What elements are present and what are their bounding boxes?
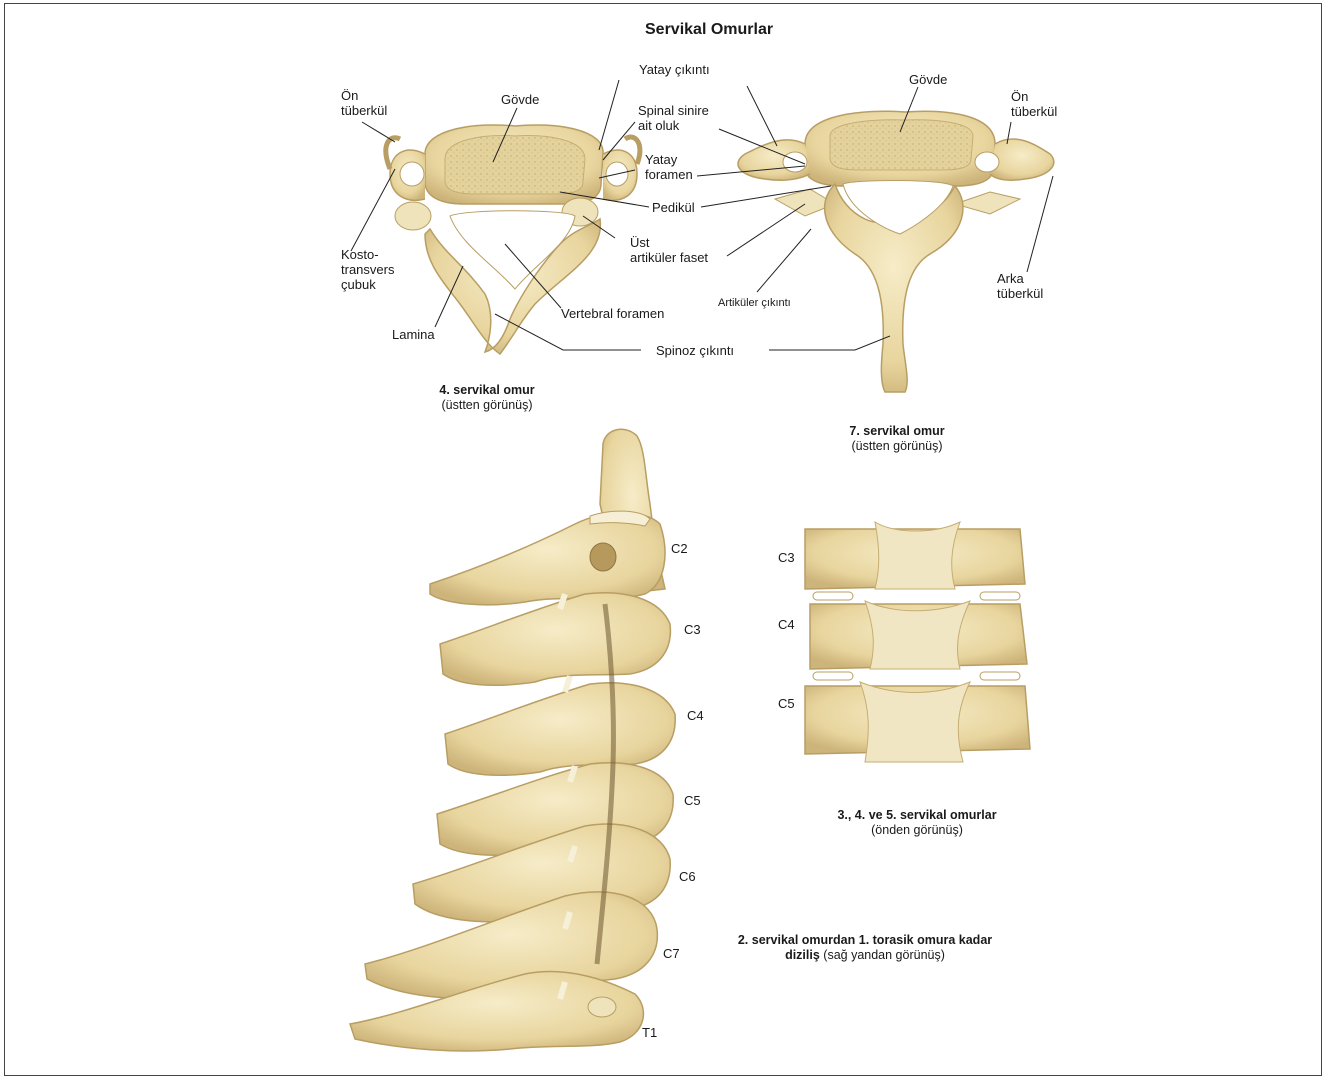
level-label-c2: C2: [671, 541, 688, 556]
level-label-c4: C4: [687, 708, 704, 723]
label-govde-c4: Gövde: [501, 92, 539, 107]
level-label-t1: T1: [642, 1025, 657, 1040]
label-yatay-cikinti: Yatay çıkıntı: [639, 62, 710, 77]
level-label-c7: C7: [663, 946, 680, 961]
level-label-c3: C3: [684, 622, 701, 637]
anterior-label-c3: C3: [778, 550, 795, 565]
anterior-column-drawing: [805, 522, 1030, 762]
anterior-label-c5: C5: [778, 696, 795, 711]
page-title: Servikal Omurlar: [645, 22, 773, 37]
label-lamina: Lamina: [392, 327, 435, 342]
level-label-c5: C5: [684, 793, 701, 808]
anterior-label-c4: C4: [778, 617, 795, 632]
caption-lateral: 2. servikal omurdan 1. torasik omura kad…: [723, 933, 1007, 963]
label-spinoz-cikinti: Spinoz çıkıntı: [656, 343, 734, 358]
level-label-c6: C6: [679, 869, 696, 884]
lateral-column-drawing: [350, 429, 675, 1051]
label-vertebral-foramen: Vertebral foramen: [561, 306, 664, 321]
caption-anterior: 3., 4. ve 5. servikal omurlar (önden gör…: [817, 808, 1017, 838]
caption-c4: 4. servikal omur (üstten görünüş): [417, 383, 557, 413]
caption-c7: 7. servikal omur (üstten görünüş): [827, 424, 967, 454]
label-govde-c7: Gövde: [909, 72, 947, 87]
label-artikuler-cikinti: Artiküler çıkıntı: [718, 296, 791, 311]
label-pedikul: Pedikül: [652, 200, 695, 215]
